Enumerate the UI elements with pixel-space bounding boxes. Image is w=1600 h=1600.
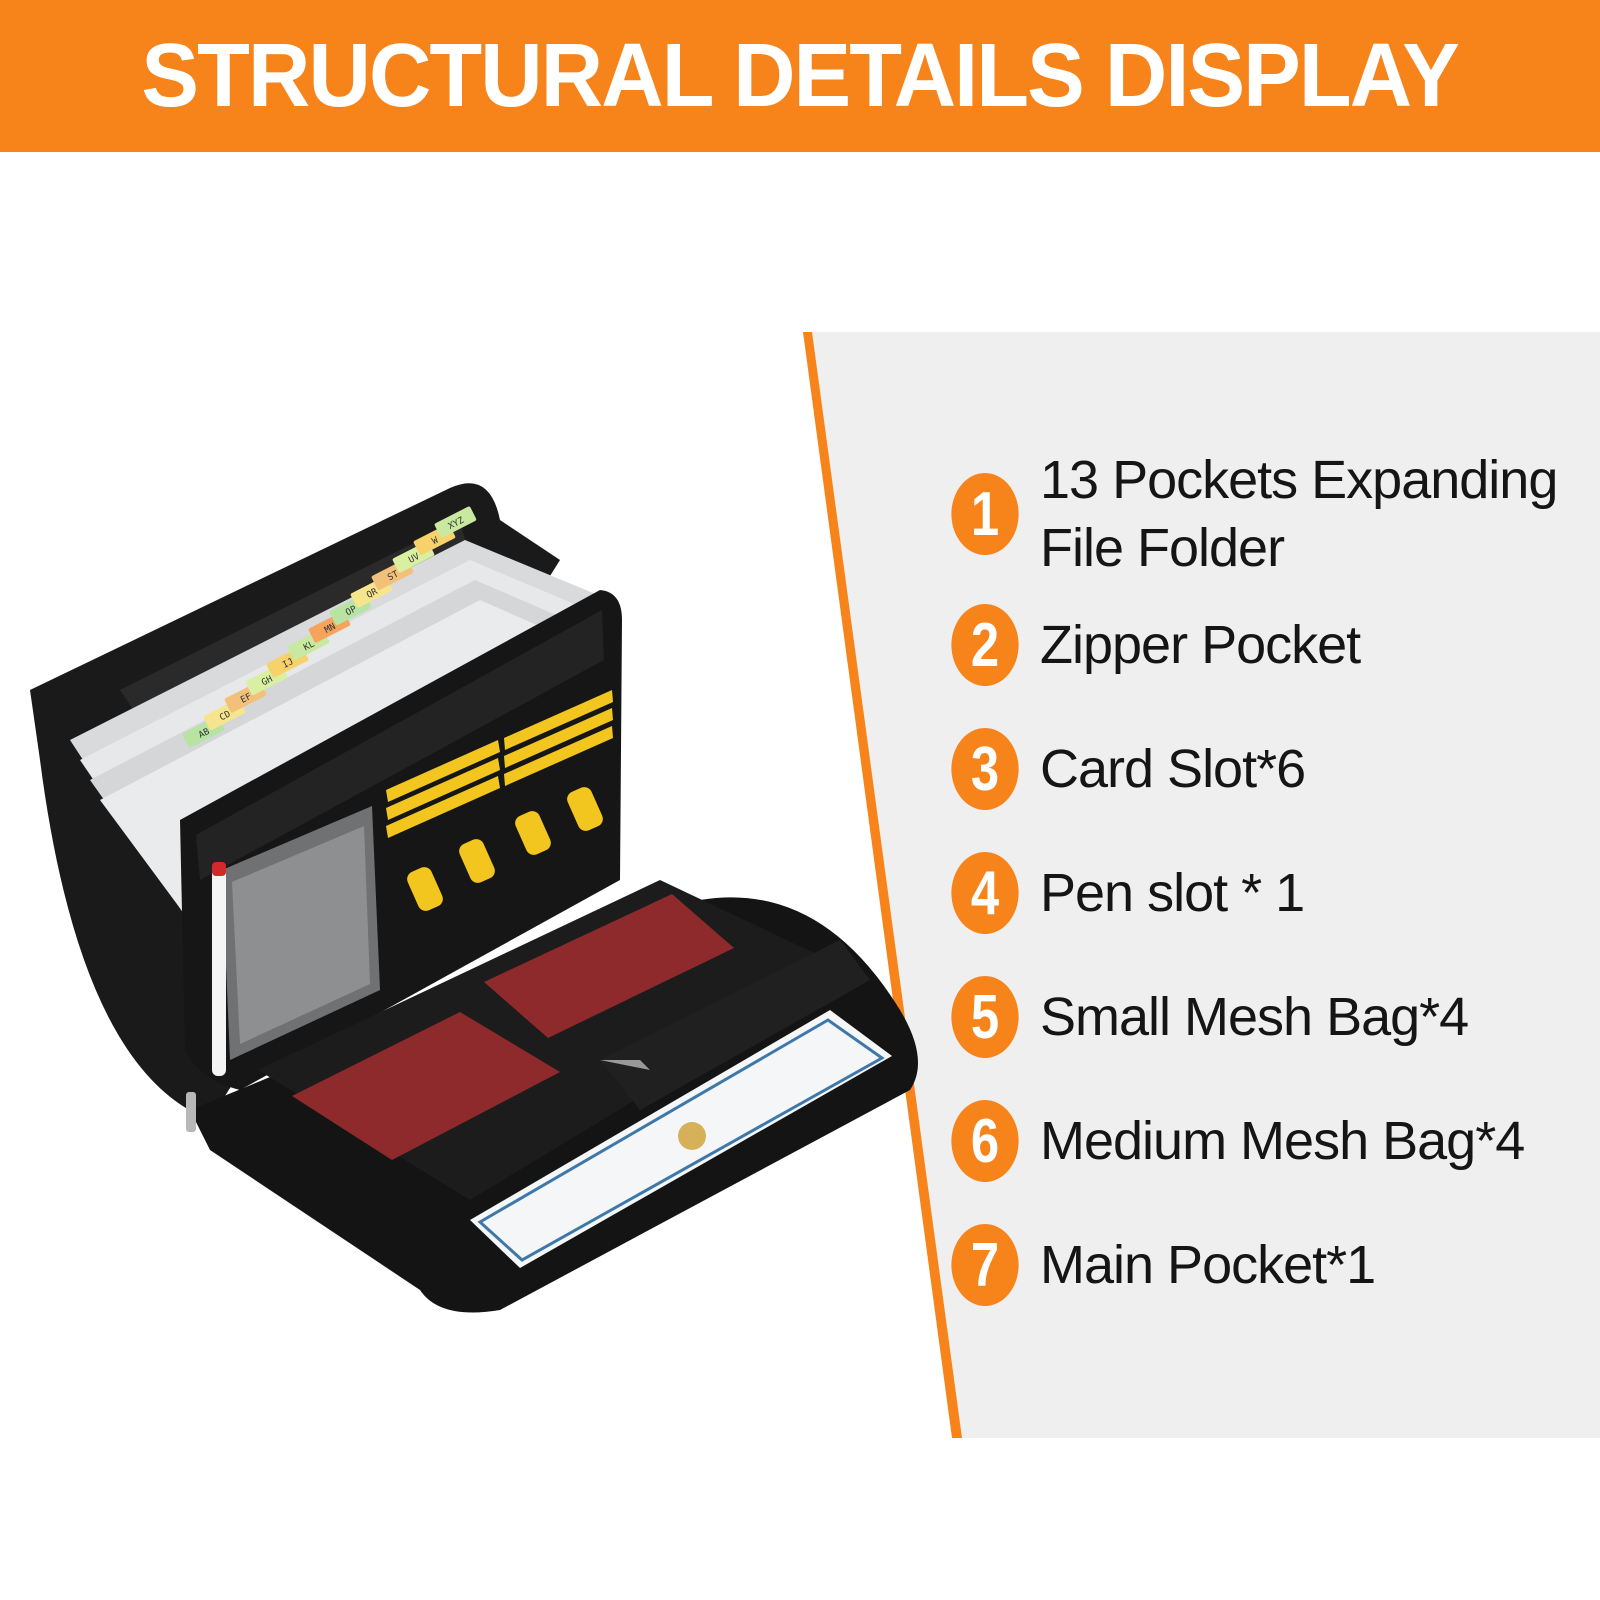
zipper-pull xyxy=(186,1092,196,1132)
feature-number-badge: 1 xyxy=(951,473,1019,555)
index-tab-label: QR xyxy=(365,587,380,601)
index-tab-label: W xyxy=(431,535,441,547)
index-tab-label: MN xyxy=(323,622,337,636)
cover-strap xyxy=(120,520,470,720)
banner-title: STRUCTURAL DETAILS DISPLAY xyxy=(141,25,1461,126)
feature-number-badge: 6 xyxy=(951,1100,1019,1182)
pen-loops xyxy=(407,787,603,911)
zipper-pocket xyxy=(196,610,604,880)
index-tab: XYZ xyxy=(434,506,477,538)
feature-item-1: 1 13 Pockets Expanding File Folder xyxy=(944,446,1600,582)
feature-label: Pen slot * 1 xyxy=(1040,863,1305,923)
feature-label: Small Mesh Bag*4 xyxy=(1040,987,1469,1047)
index-tab-label: ST xyxy=(386,569,401,583)
feature-label: Medium Mesh Bag*4 xyxy=(1040,1111,1525,1171)
passport-1 xyxy=(292,1012,560,1160)
feature-item-3: 3 Card Slot*6 xyxy=(944,728,1600,810)
feature-item-7: 7 Main Pocket*1 xyxy=(944,1224,1600,1306)
feature-number-badge: 7 xyxy=(951,1224,1019,1306)
index-tab-label: GH xyxy=(260,674,274,688)
feature-number-badge: 5 xyxy=(951,976,1019,1058)
feature-item-2: 2 Zipper Pocket xyxy=(944,604,1600,686)
passport-2 xyxy=(484,894,734,1038)
card-slots xyxy=(386,690,613,838)
feature-item-6: 6 Medium Mesh Bag*4 xyxy=(944,1100,1600,1182)
feature-item-5: 5 Small Mesh Bag*4 xyxy=(944,976,1600,1058)
pen-cap xyxy=(212,862,226,876)
index-tab-label: UV xyxy=(407,552,422,566)
index-tab-label: CD xyxy=(218,709,232,723)
index-tab-label: KL xyxy=(302,639,316,653)
feature-number-badge: 3 xyxy=(951,728,1019,810)
index-tab-label: IJ xyxy=(281,657,295,671)
index-tab-label: AB xyxy=(197,727,211,741)
feature-label: Zipper Pocket xyxy=(1040,615,1361,675)
feature-item-4: 4 Pen slot * 1 xyxy=(944,852,1600,934)
feature-number-badge: 2 xyxy=(951,604,1019,686)
feature-label: 13 Pockets Expanding File Folder xyxy=(1040,450,1558,578)
orange-slant-edge xyxy=(803,332,962,1438)
feature-number-badge: 4 xyxy=(951,852,1019,934)
pen xyxy=(212,868,226,1076)
header-banner: STRUCTURAL DETAILS DISPLAY xyxy=(0,0,1600,152)
index-tab-label: EF xyxy=(239,692,253,706)
feature-label: Main Pocket*1 xyxy=(1040,1235,1376,1295)
index-tab-label: OP xyxy=(344,604,359,618)
main-pocket-flap xyxy=(600,940,870,1110)
certificate-seal xyxy=(678,1122,706,1150)
feature-label: Card Slot*6 xyxy=(1040,739,1306,799)
